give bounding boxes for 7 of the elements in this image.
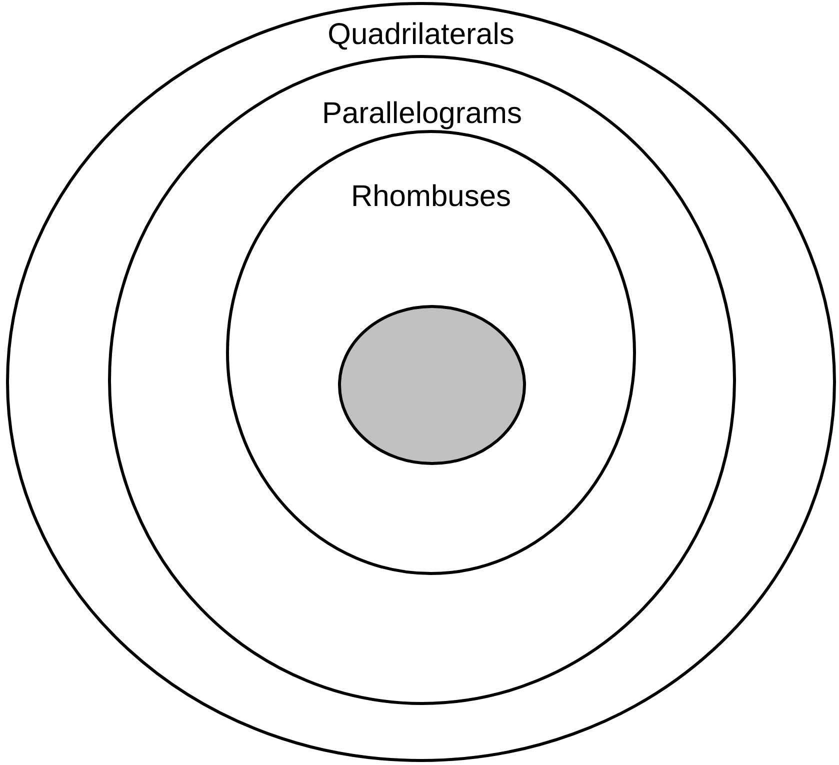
set-label: Parallelograms <box>322 97 522 131</box>
set-label: Quadrilaterals <box>328 18 514 52</box>
ellipse-region <box>226 130 636 575</box>
shaded-ellipse <box>338 305 526 465</box>
ellipse-region <box>108 55 736 705</box>
ellipse-region <box>6 2 836 762</box>
set-label: Rhombuses <box>350 180 512 214</box>
